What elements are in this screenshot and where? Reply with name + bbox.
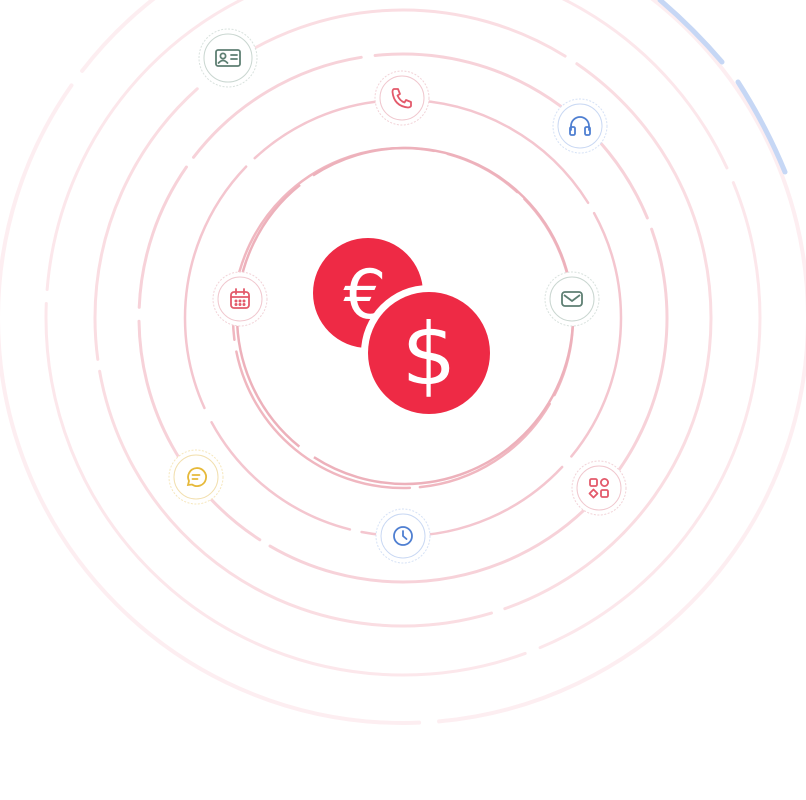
- apps-grid-badge[interactable]: [571, 460, 627, 516]
- ring-7: [0, 0, 806, 725]
- dollar-symbol: $: [402, 305, 457, 405]
- headphones-badge[interactable]: [552, 98, 608, 154]
- mail-badge[interactable]: [544, 271, 600, 327]
- phone-icon: [391, 88, 412, 109]
- blue-accent-arc: [657, 0, 788, 175]
- phone-badge[interactable]: [374, 70, 430, 126]
- contact-card-badge[interactable]: [198, 28, 258, 88]
- chat-bubble-icon: [186, 467, 207, 487]
- apps-grid-icon: [588, 477, 609, 499]
- clock-icon: [393, 526, 413, 546]
- dollar-coin: [368, 292, 490, 414]
- calendar-icon: [230, 288, 250, 309]
- currency-coins: € $: [313, 238, 497, 421]
- contact-card-icon: [215, 49, 241, 67]
- ring-6: [44, 0, 762, 677]
- headphones-icon: [569, 116, 591, 136]
- ring-4: [137, 52, 669, 584]
- calendar-badge[interactable]: [212, 271, 268, 327]
- mail-icon: [561, 291, 583, 307]
- ring-5: [93, 8, 713, 628]
- clock-badge[interactable]: [375, 508, 431, 564]
- chat-bubble-badge[interactable]: [168, 449, 224, 505]
